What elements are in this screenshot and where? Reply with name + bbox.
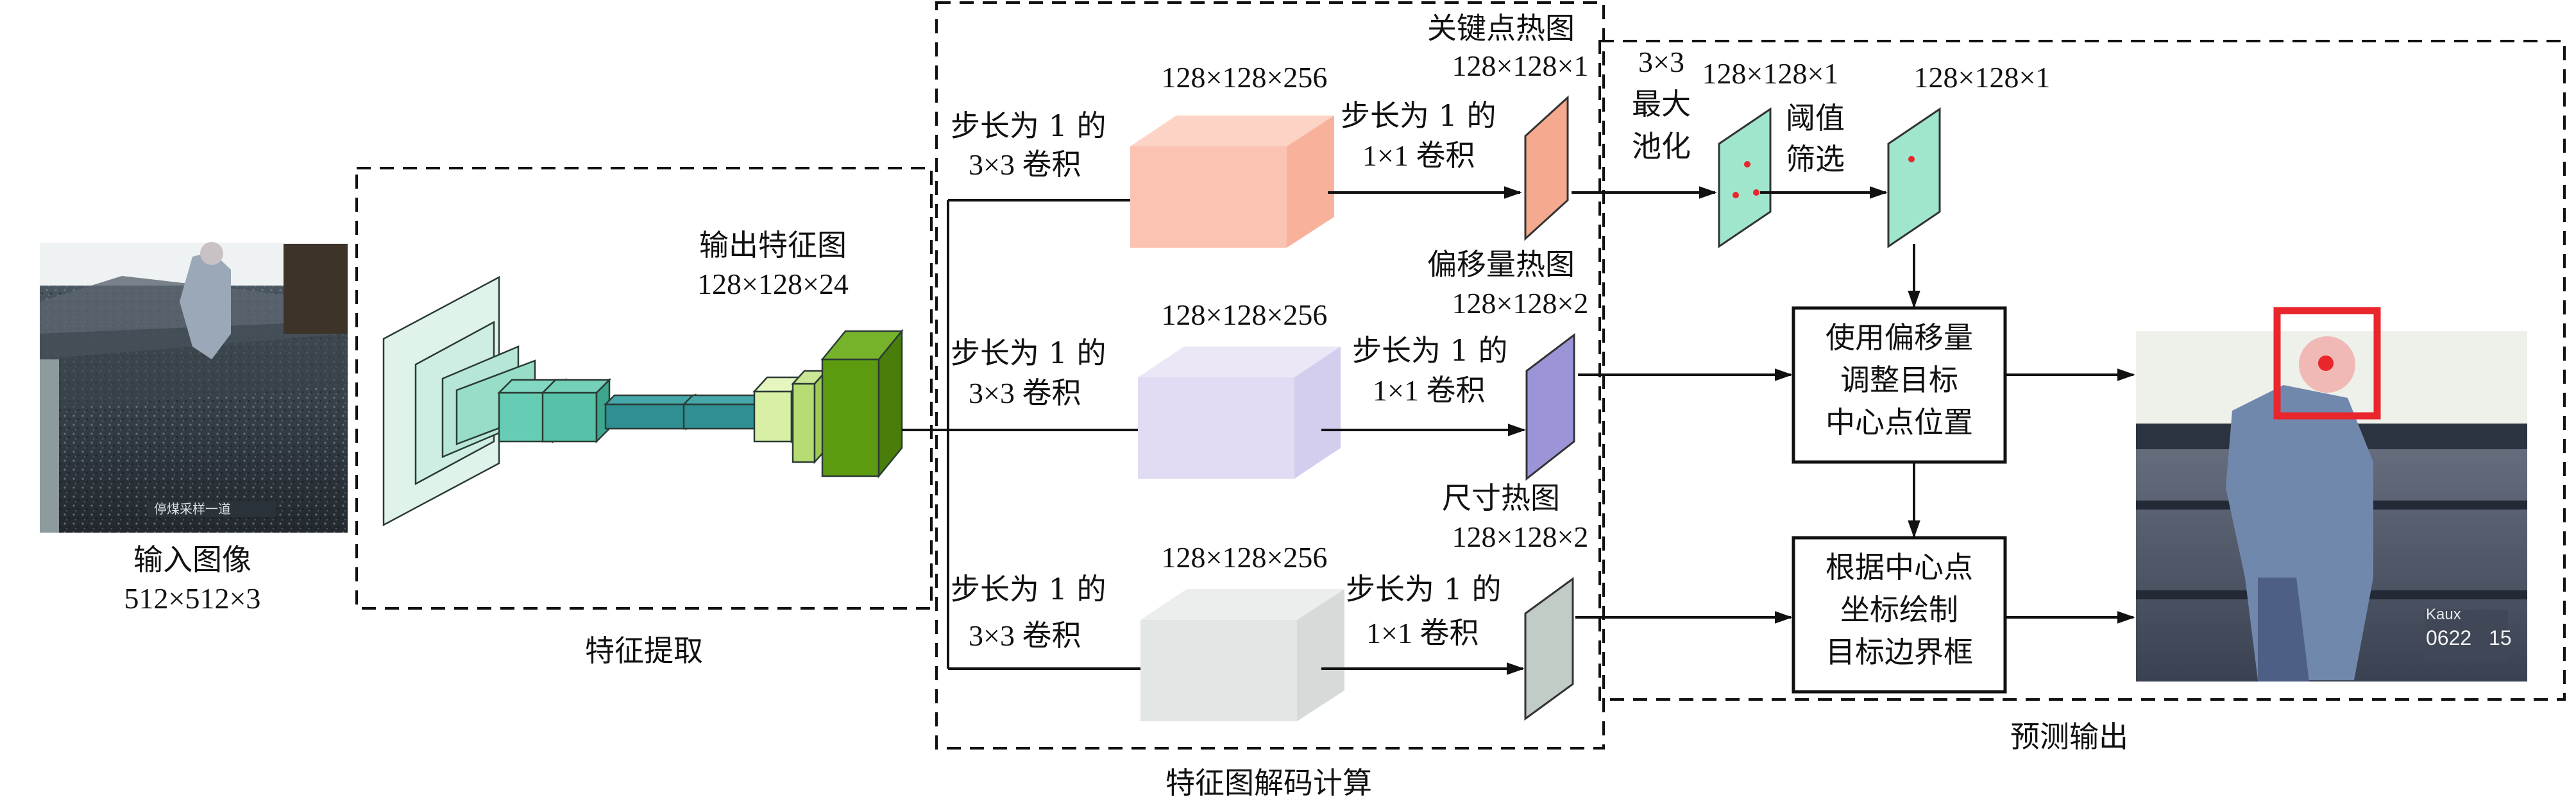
backbone-layers [382,275,904,527]
draw-line3: 目标边界框 [1826,635,1973,669]
offset-heatmap [1525,332,1575,481]
branch2-conv1-line1: 步长为 1 的 [1352,333,1508,368]
draw-line1: 根据中心点 [1826,550,1973,585]
threshold-line2: 筛选 [1786,142,1845,176]
draw-line2: 坐标绘制 [1840,592,1958,627]
pooled-peak [1753,189,1759,196]
filtered-map [1887,107,1941,248]
branch1-conv3-line2: 3×3 卷积 [969,148,1081,181]
pooled-peak [1733,192,1739,198]
branch1-conv3-line1: 步长为 1 的 [951,108,1106,143]
branch3-conv1-line1: 步长为 1 的 [1346,572,1502,606]
branch3-cube-dims: 128×128×256 [1162,541,1328,574]
decoder-branch-size: 步长为 1 的 3×3 卷积 128×128×256 步长为 1 的 1×1 卷… [948,481,1588,721]
adjust-line1: 使用偏移量 [1826,320,1973,355]
output-photo-text-3: 15 [2489,626,2512,649]
output-photo-text-1: Kaux [2426,606,2461,623]
maxpool-line2: 最大 [1632,87,1691,121]
branch2-conv3-line2: 3×3 卷积 [969,377,1081,409]
filtered-peak [1908,156,1915,162]
offset-heatmap-dims: 128×128×2 [1452,287,1589,320]
detection-bbox [2273,307,2381,420]
backbone-layer-10 [791,368,828,465]
output-photo-text-2: 0622 [2426,626,2471,649]
branch2-feature-cube [1138,347,1341,479]
branch3-conv3-line2: 3×3 卷积 [969,619,1081,652]
branch2-conv1-line2: 1×1 卷积 [1373,374,1485,407]
branch1-feature-cube [1130,116,1334,248]
backbone-layer-6 [540,377,612,444]
keypoint-heatmap [1524,95,1569,241]
branch2-cube-dims: 128×128×256 [1162,298,1328,331]
size-heatmap-name: 尺寸热图 [1442,481,1560,515]
adjust-line3: 中心点位置 [1826,405,1973,440]
size-heatmap [1524,577,1574,721]
backbone-output-layer [820,329,904,479]
feature-extraction-caption: 特征提取 [585,633,703,668]
filtered-map-dims: 128×128×1 [1914,61,2051,94]
adjust-line2: 调整目标 [1840,363,1958,397]
size-heatmap-dims: 128×128×2 [1452,520,1589,553]
adjust-center-box [1792,306,2007,464]
input-caption: 输入图像 [133,542,251,577]
pooled-map [1718,107,1772,248]
prediction-caption: 预测输出 [2010,719,2128,754]
decoder-caption: 特征图解码计算 [1165,766,1372,800]
pooled-peak [1744,161,1750,167]
output-feature-map-label: 输出特征图 [699,228,847,262]
input-dims: 512×512×3 [124,582,261,615]
keypoint-heatmap-dims: 128×128×1 [1452,49,1589,82]
input-photo-overlay-text: 停煤采样一道 [154,501,231,517]
maxpool-line1: 3×3 [1638,46,1684,78]
branch3-conv1-line2: 1×1 卷积 [1366,617,1479,649]
keypoint-heatmap-name: 关键点热图 [1427,11,1575,46]
pooled-map-dims: 128×128×1 [1702,57,1839,90]
output-feature-map-dims: 128×128×24 [697,268,849,300]
branch1-conv1-line2: 1×1 卷积 [1362,139,1475,172]
decoder-branch-offset: 步长为 1 的 3×3 卷积 128×128×256 步长为 1 的 1×1 卷… [948,247,1589,481]
feature-extraction-box [355,167,933,610]
threshold-line1: 阈值 [1786,101,1845,135]
output-image: Kaux 0622 15 [2136,331,2527,682]
decoder-branch-keypoint: 步长为 1 的 3×3 卷积 128×128×256 步长为 1 的 1×1 卷… [948,11,1588,248]
input-image: 停煤采样一道 [40,242,348,533]
branch3-feature-cube [1140,589,1344,721]
detection-center [2318,356,2334,371]
prediction-box [1598,40,2566,701]
branch1-cube-dims: 128×128×256 [1162,61,1328,94]
draw-bbox-box [1792,536,2007,694]
backbone-layer-7 [603,393,698,431]
branch1-conv1-line1: 步长为 1 的 [1341,98,1496,133]
offset-heatmap-name: 偏移量热图 [1427,247,1575,282]
branch2-conv3-line1: 步长为 1 的 [951,336,1106,370]
branch3-conv3-line1: 步长为 1 的 [951,572,1106,606]
maxpool-line3: 池化 [1632,129,1691,164]
